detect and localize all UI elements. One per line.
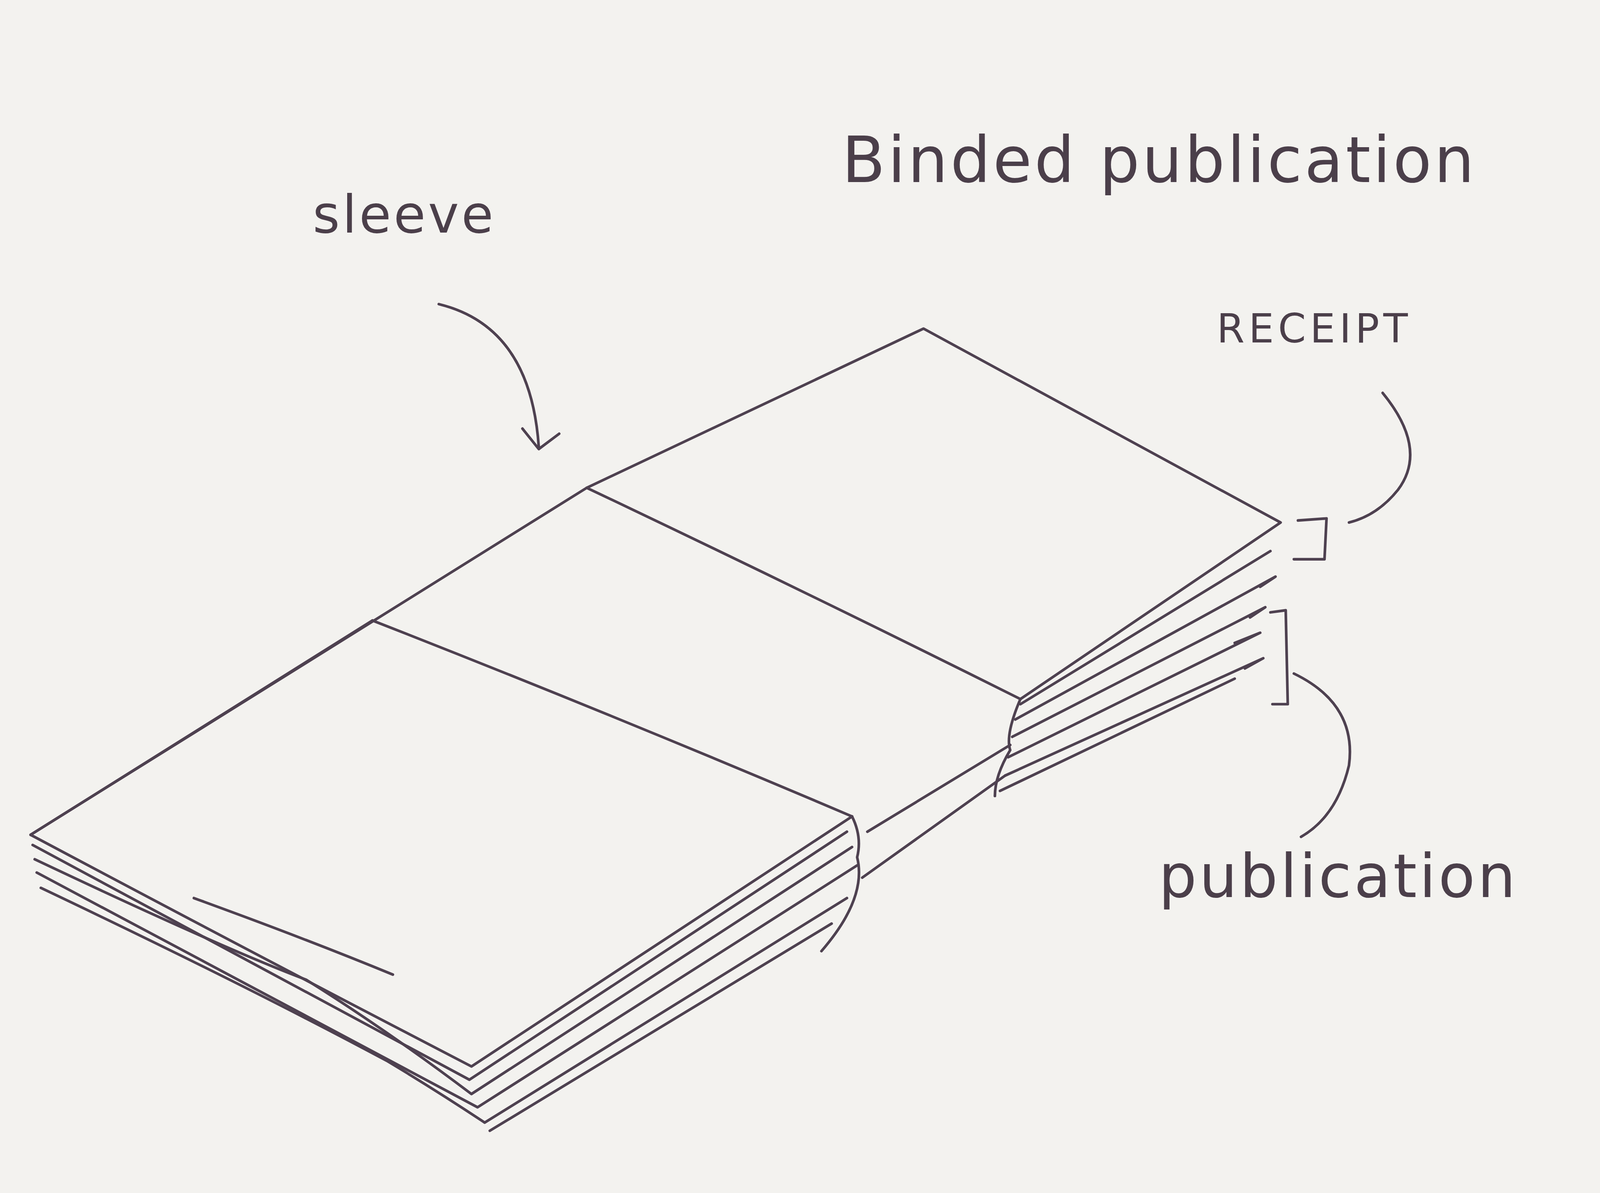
sleeve-label: sleeve: [312, 188, 496, 241]
receipt-leader: [1349, 392, 1411, 523]
page-layer: [999, 678, 1235, 791]
page-layer: [1008, 632, 1261, 757]
page-stroke: [194, 898, 393, 975]
page-layer: [36, 865, 858, 1107]
page-layer: [1015, 576, 1276, 720]
receipt-label: RECEIPT: [1216, 308, 1412, 349]
page-layer: [1012, 606, 1266, 737]
arrowhead: [522, 428, 560, 450]
top-face: [30, 328, 1281, 835]
publication-bracket: [1270, 610, 1288, 704]
sleeve-edge: [586, 487, 1021, 699]
sleeve-front: [862, 775, 1006, 878]
page-layer: [32, 831, 847, 1080]
page-layer: [1020, 550, 1271, 704]
title-label: Binded publication: [841, 128, 1477, 192]
page-layer: [40, 887, 848, 1123]
page-layer: [1005, 657, 1264, 776]
publication-label: publication: [1158, 845, 1519, 907]
sleeve-edge: [372, 620, 852, 817]
receipt-bracket: [1293, 518, 1327, 560]
publication-leader: [1293, 673, 1350, 837]
top-edge-left: [30, 620, 373, 835]
sleeve-leader: [438, 303, 539, 447]
page-layer: [489, 923, 832, 1131]
